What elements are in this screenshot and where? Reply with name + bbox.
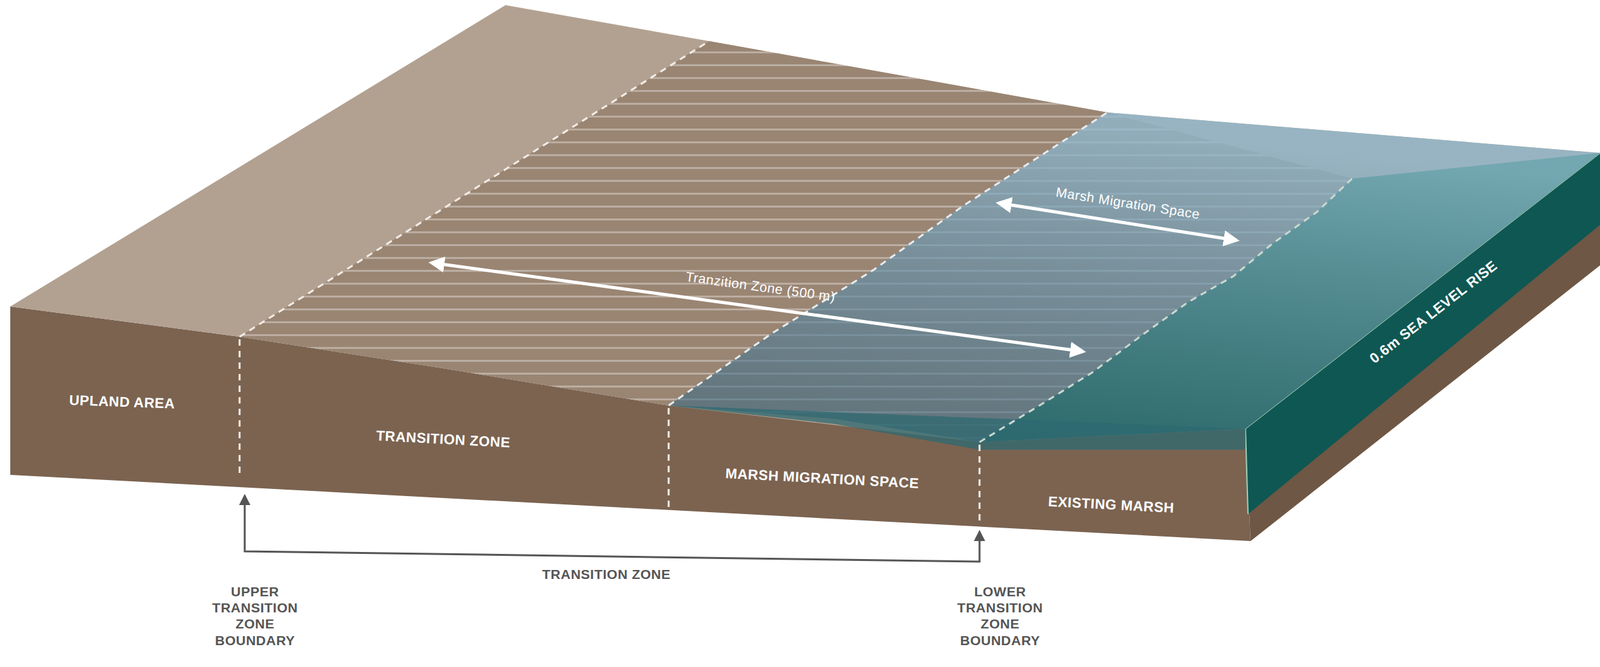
upland-surface	[10, 5, 1600, 442]
sea-water	[668, 112, 1600, 442]
boundary-line	[238, 339, 241, 475]
dimension-arrow	[431, 262, 1083, 352]
bracket	[244, 495, 980, 562]
edge-line	[1245, 428, 1249, 514]
boundary-label: LOWER TRANSITION ZONE BOUNDARY	[948, 583, 1052, 649]
boundary-label: TRANSITION ZONE	[542, 565, 671, 582]
front-water-band	[668, 405, 1246, 450]
boundary-label: UPPER TRANSITION ZONE BOUNDARY	[203, 583, 307, 649]
boundary-line	[979, 178, 1353, 442]
boundary-line	[668, 407, 670, 509]
boundary-line	[668, 112, 1108, 406]
boundary-line	[978, 444, 981, 526]
